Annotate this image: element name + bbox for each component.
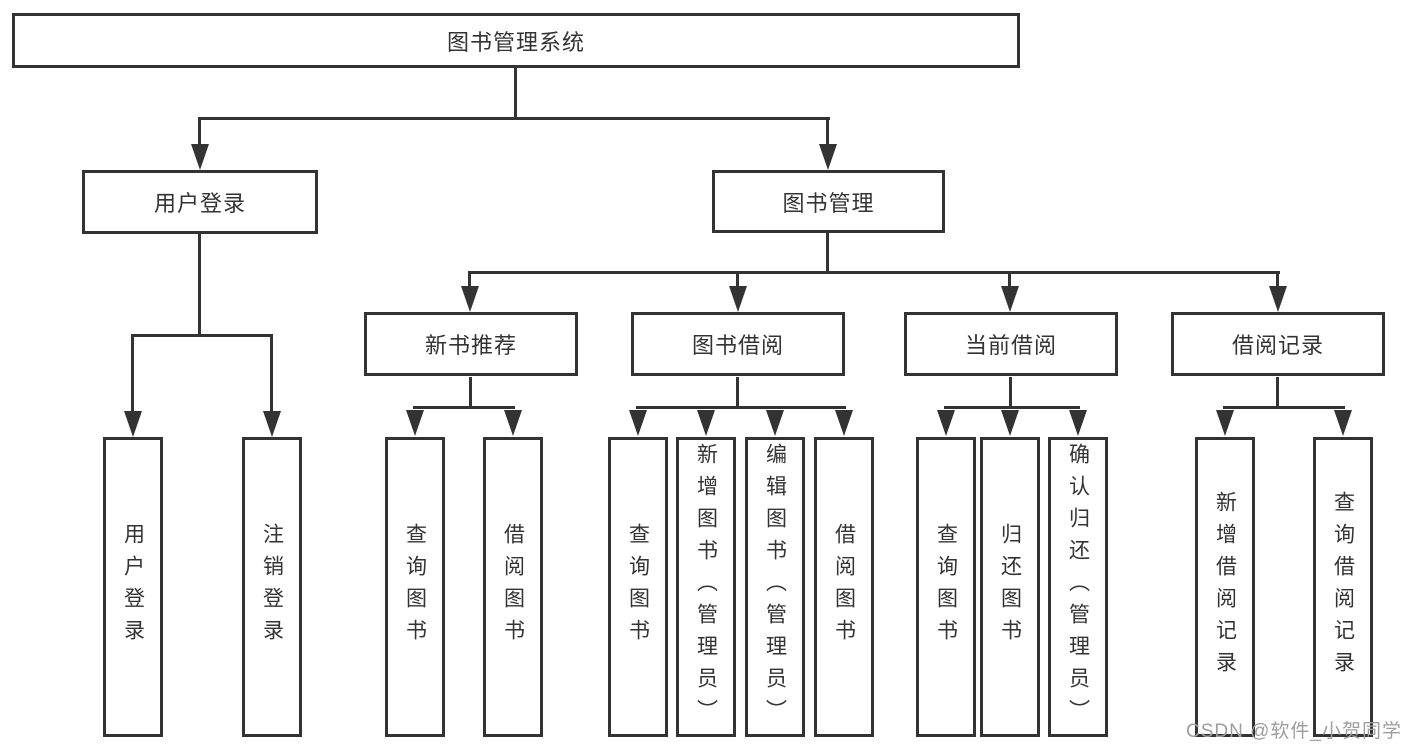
connector-line [826, 233, 829, 274]
connector-line [198, 117, 201, 148]
node-library-system: 图书管理系统 [12, 13, 1020, 68]
arrowhead-down-icon [461, 286, 479, 312]
connector-line [1223, 406, 1345, 409]
connector-line [636, 406, 846, 409]
arrowhead-down-icon [504, 410, 522, 436]
arrowhead-down-icon [124, 411, 142, 437]
arrowhead-down-icon [819, 144, 837, 170]
leaf-label: 新增借阅记录 [1213, 491, 1237, 683]
arrowhead-down-icon [937, 410, 955, 436]
connector-line [826, 117, 829, 148]
watermark: CSDN @软件_小贺同学 [1186, 721, 1402, 742]
node-label: 借阅记录 [1231, 333, 1324, 358]
connector-line [198, 117, 830, 120]
arrowhead-down-icon [1069, 410, 1087, 436]
leaf-label: 用户登录 [121, 523, 145, 651]
node-book-management: 图书管理 [712, 170, 945, 233]
node-user-login: 用户登录 [82, 170, 318, 234]
node-current-borrowing: 当前借阅 [904, 312, 1118, 376]
arrowhead-down-icon [1216, 410, 1234, 436]
connector-line [413, 406, 515, 409]
arrowhead-down-icon [1001, 410, 1019, 436]
arrowhead-down-icon [263, 411, 281, 437]
leaf-confirm-return-admin: 确认归还（管理员） [1048, 437, 1108, 737]
leaf-edit-books-admin: 编辑图书（管理员） [745, 437, 805, 737]
leaf-label: 查询图书 [626, 523, 650, 651]
node-label: 图书管理 [782, 190, 875, 216]
connector-line [1276, 377, 1279, 409]
node-label: 新书推荐 [424, 333, 517, 358]
arrowhead-down-icon [191, 144, 209, 170]
leaf-label: 查询图书 [403, 523, 427, 651]
node-borrowing-records: 借阅记录 [1171, 312, 1385, 376]
node-label: 当前借阅 [964, 333, 1057, 358]
arrowhead-down-icon [406, 410, 424, 436]
node-label: 用户登录 [153, 191, 246, 216]
leaf-query-books-current: 查询图书 [916, 437, 976, 737]
leaf-logout: 注销登录 [242, 437, 302, 737]
node-label: 图书借阅 [691, 333, 784, 358]
node-label: 图书管理系统 [446, 29, 585, 55]
connector-line [514, 66, 517, 119]
leaf-label: 借阅图书 [501, 523, 525, 651]
leaf-label: 新增图书（管理员） [694, 443, 718, 731]
connector-line [468, 271, 1280, 274]
connector-line [131, 334, 134, 412]
arrowhead-down-icon [766, 410, 784, 436]
leaf-add-books-admin: 新增图书（管理员） [676, 437, 736, 737]
leaf-borrow-books-recommend: 借阅图书 [483, 437, 543, 737]
connector-line [270, 334, 273, 412]
leaf-label: 注销登录 [260, 523, 284, 651]
connector-line [1276, 271, 1279, 289]
leaf-label: 查询图书 [934, 523, 958, 651]
connector-line [736, 271, 739, 289]
leaf-add-borrow-record: 新增借阅记录 [1195, 437, 1255, 737]
connector-line [131, 334, 273, 337]
arrowhead-down-icon [629, 410, 647, 436]
leaf-query-borrow-record: 查询借阅记录 [1313, 437, 1373, 737]
arrowhead-down-icon [835, 410, 853, 436]
node-book-borrowing: 图书借阅 [631, 312, 845, 376]
leaf-label: 借阅图书 [832, 523, 856, 651]
connector-line [469, 377, 472, 409]
leaf-label: 确认归还（管理员） [1066, 443, 1090, 731]
connector-line [944, 406, 1080, 409]
leaf-label: 编辑图书（管理员） [763, 443, 787, 731]
leaf-label: 查询借阅记录 [1331, 491, 1355, 683]
connector-line [198, 234, 201, 337]
leaf-return-books: 归还图书 [980, 437, 1040, 737]
leaf-query-books-recommend: 查询图书 [385, 437, 445, 737]
leaf-label: 归还图书 [998, 523, 1022, 651]
arrowhead-down-icon [729, 286, 747, 312]
connector-line [1008, 271, 1011, 289]
node-new-book-recommend: 新书推荐 [364, 312, 578, 376]
connector-line [468, 271, 471, 289]
leaf-query-books-borrowing: 查询图书 [608, 437, 668, 737]
arrowhead-down-icon [1269, 286, 1287, 312]
arrowhead-down-icon [1001, 286, 1019, 312]
connector-line [1009, 377, 1012, 409]
connector-line [736, 377, 739, 409]
leaf-borrow-books: 借阅图书 [814, 437, 874, 737]
leaf-user-login: 用户登录 [103, 437, 163, 737]
arrowhead-down-icon [697, 410, 715, 436]
arrowhead-down-icon [1334, 410, 1352, 436]
